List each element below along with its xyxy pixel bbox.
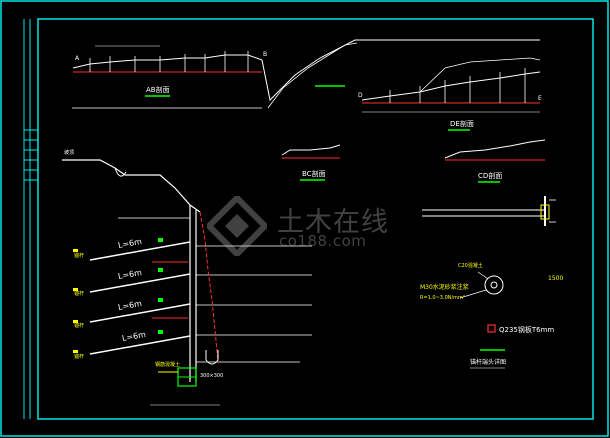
profile-cd [444,139,546,183]
point-b: B [263,51,268,58]
anchor-tag-3: 锚杆 [74,323,85,329]
profile-de [361,57,541,131]
strength-note: R=1.0~3.0N/mm² [420,295,465,301]
watermark-logo-icon [207,196,267,256]
point-d: D [358,92,363,99]
slope-line-inner [267,42,358,109]
anchor-cross-section [459,271,505,369]
point-a: A [75,55,80,62]
section-ab-title: AB剖面 [146,86,170,94]
anchor-head-detail [422,196,556,226]
watermark-cn: 土木在线 [277,207,389,238]
watermark: 土木在线 co188.com [207,196,427,256]
section-cd-title: CD剖面 [478,172,503,180]
section-bc-title: BC剖面 [302,170,326,178]
anchor-tag-2: 锚杆 [74,291,85,297]
main-section [62,159,312,406]
mortar-note: M30水泥砂浆注浆 [420,284,469,291]
title-strip [23,19,38,419]
inner-frame [37,18,594,420]
point-e: E [538,95,542,102]
anchor-tag-4: 锚杆 [74,354,85,360]
steel-plate-note: Q235钢板T6mm [499,326,555,334]
rebar-note: 钢筋混凝土 [155,362,181,368]
anchor-tag-1: 锚杆 [74,253,85,259]
profile-bc [281,144,341,181]
slope-line [261,39,540,102]
dim-1500: 1500 [548,275,564,282]
cap-note: 300×300 [200,373,224,379]
grade-note: C20混凝土 [458,263,483,269]
detail-title: 锚杆端头详图 [470,359,507,366]
section-de-title: DE剖面 [450,120,474,128]
slope-top-label: 坡顶 [64,150,75,156]
watermark-en: co188.com [279,232,367,250]
profile-ab [72,45,263,109]
